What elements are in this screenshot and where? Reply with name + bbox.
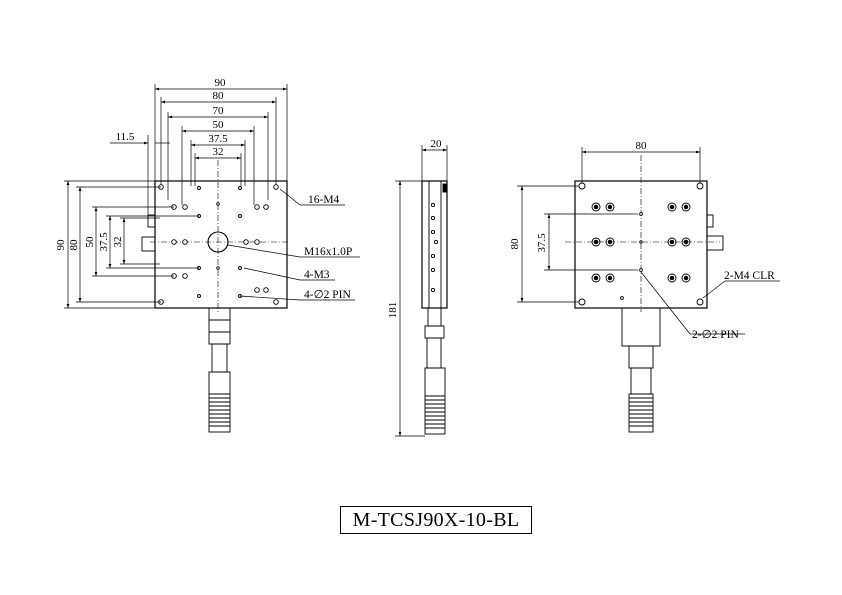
dim-front-70: 70 — [213, 105, 225, 117]
front-view — [141, 160, 290, 433]
model-title: M-TCSJ90X-10-BL — [340, 506, 532, 534]
dim-front-v-80: 80 — [68, 239, 80, 251]
dim-front-80: 80 — [213, 90, 225, 102]
dim-front-37-5: 37.5 — [208, 133, 228, 145]
front-horizontal-dim-labels: 90 80 70 50 37.5 32 11.5 — [116, 77, 229, 158]
side-view — [421, 180, 448, 435]
dim-front-32: 32 — [213, 146, 224, 158]
side-ratchet — [424, 395, 446, 435]
back-thimble — [630, 367, 652, 395]
side-sleeve — [426, 337, 442, 369]
side-thimble — [424, 367, 446, 397]
side-dims — [395, 145, 448, 437]
dim-front-v-90: 90 — [55, 239, 67, 251]
dim-front-v-32: 32 — [112, 237, 124, 248]
callout-m16: M16x1.0P — [304, 246, 352, 258]
front-vertical-dims — [64, 180, 199, 309]
dim-front-11-5: 11.5 — [116, 131, 135, 143]
back-dims — [517, 147, 780, 335]
dim-front-v-37-5: 37.5 — [98, 232, 110, 252]
front-micrometer-sleeve — [211, 343, 228, 373]
dim-back-v-80: 80 — [509, 238, 521, 250]
callout-4-m3: 4-M3 — [304, 269, 330, 281]
front-micrometer-body — [208, 307, 231, 345]
dim-front-90: 90 — [215, 77, 227, 89]
front-horizontal-dims — [110, 84, 288, 215]
front-m4-holes — [158, 184, 279, 305]
front-ratchet — [208, 393, 231, 433]
callout-16-m4: 16-M4 — [308, 194, 340, 206]
front-small-holes — [197, 186, 242, 298]
front-side-lock — [147, 214, 156, 228]
back-ratchet — [628, 393, 654, 433]
dim-back-80: 80 — [636, 140, 648, 152]
front-callout-labels: 16-M4 M16x1.0P 4-M3 4-∅2 PIN — [304, 194, 352, 301]
front-side-knob — [141, 236, 156, 252]
back-view — [565, 155, 724, 433]
side-micrometer-body — [427, 307, 442, 327]
dim-front-50: 50 — [213, 119, 225, 131]
callout-2-m4-clr: 2-M4 CLR — [724, 270, 775, 282]
front-vertical-dim-labels: 90 80 50 37.5 32 — [55, 232, 124, 252]
dim-front-v-50: 50 — [84, 236, 96, 248]
callout-2-pin: 2-∅2 PIN — [692, 329, 739, 341]
callout-4-pin: 4-∅2 PIN — [304, 289, 351, 301]
front-callout-leaders — [227, 188, 360, 301]
back-micrometer-body — [621, 307, 661, 347]
front-thimble — [208, 371, 231, 395]
back-side-knob — [706, 235, 724, 251]
dim-side-20: 20 — [431, 138, 443, 150]
dim-back-v-37-5: 37.5 — [536, 233, 548, 253]
back-counterbore-holes — [591, 202, 691, 283]
dim-side-181: 181 — [387, 302, 399, 319]
